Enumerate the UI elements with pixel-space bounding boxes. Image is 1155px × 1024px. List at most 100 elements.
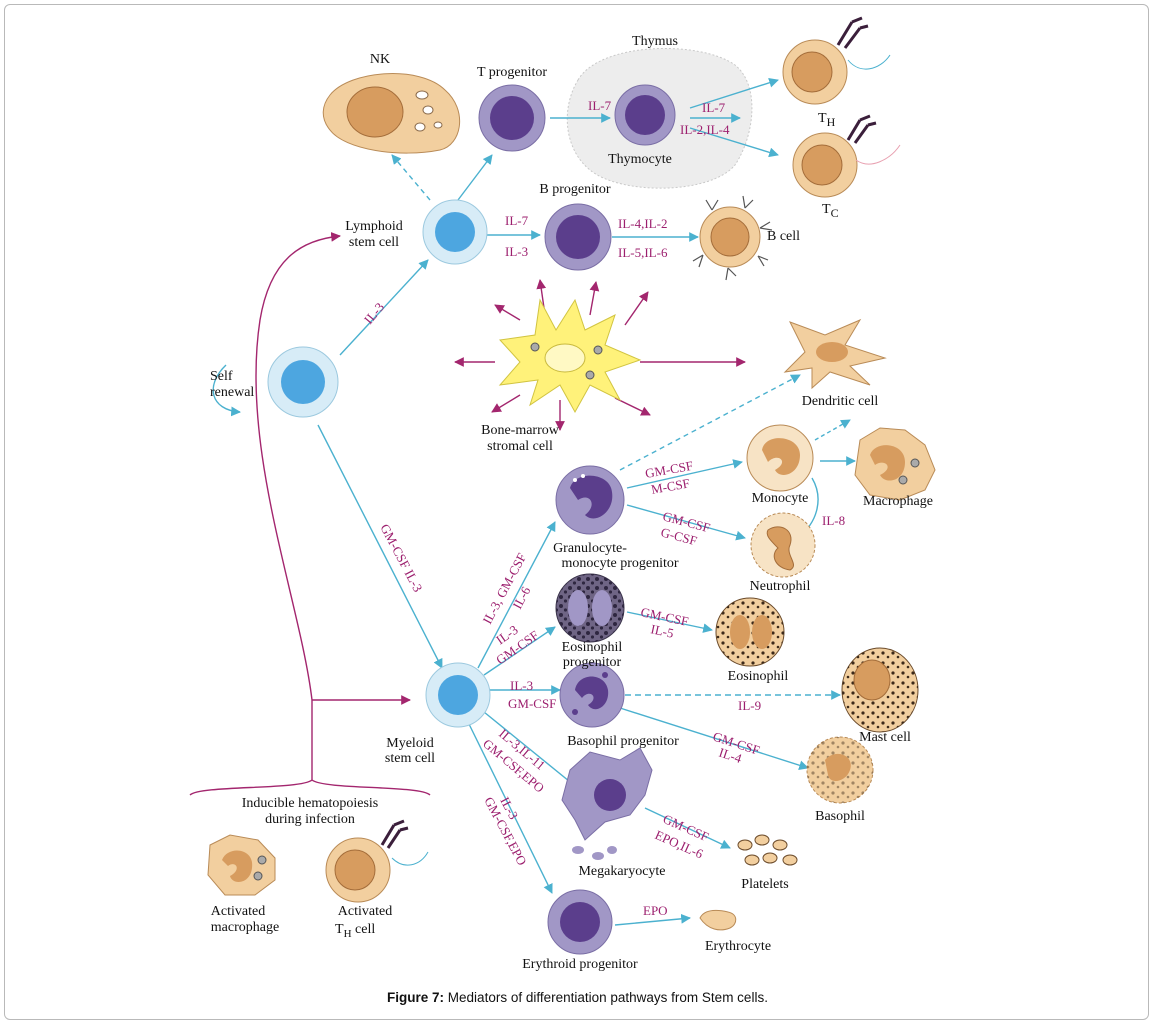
cyt-il7-th: IL-7 [702,100,726,115]
myeloid-stem-cell [425,662,491,728]
t-progenitor-cell [478,84,546,152]
label-tc: TC [822,202,839,220]
arrow-gm-to-monocyte [626,459,743,489]
label-thymocyte: Thymocyte [608,152,672,167]
label-mast-cell: Mast cell [859,730,911,745]
label-macrophage: Macrophage [863,494,933,509]
label-erythroid-prog: Erythroid progenitor [522,957,638,972]
cyt-gmcsf-il3: GM-CSF IL-3 [377,521,425,594]
mast-cell [841,647,919,733]
label-self-2: renewal [210,385,254,400]
cyt-baso-b: GM-CSF [508,696,556,711]
arrow-myeloid-to-eosprog [483,626,556,676]
arrows [189,78,856,926]
cyt-gmcsf-il4-b: IL-4 [717,745,744,767]
arrow-gm-to-neutrophil [626,504,746,541]
neutrophil-cell [750,512,816,578]
arrow-inducible-to-lymphoid [255,232,341,701]
label-eos-prog-1: Eosinophil [562,640,623,655]
b-cell [692,195,773,281]
activated-th-cell [325,819,429,903]
cyt-gmcsf-il5-b: IL-5 [649,621,675,640]
lymphoid-stem-cell [422,199,488,265]
cyt-il3-b: IL-3 [505,244,528,259]
label-baso-prog: Basophil progenitor [567,734,679,749]
label-act-macro-2: macrophage [211,920,279,935]
label-megakaryocyte: Megakaryocyte [578,864,665,879]
label-platelets: Platelets [741,877,788,892]
cyt-il2-il4: IL-2,IL-4 [680,122,730,137]
arrow-stem-to-lymphoid [339,259,429,356]
label-myeloid-1: Myeloid [386,736,433,751]
inducible-brace [189,700,431,796]
nk-cell [322,73,461,154]
arrow-myeloid-to-ery [467,721,553,894]
basophil-cell [806,736,874,804]
stem-cell [267,346,339,418]
figure-caption: Figure 7: Mediators of differentiation p… [0,990,1155,1005]
arrow-myeloid-to-gmprog [477,521,556,669]
label-dendritic: Dendritic cell [802,394,879,409]
arrow-self-renewal [212,364,241,417]
cyt-il4-il2: IL-4,IL-2 [618,216,667,231]
macrophage-cell [854,427,936,501]
cell-labels: NK T progenitor Thymus Thymocyte TH TC B… [210,34,933,972]
label-eosinophil: Eosinophil [728,669,789,684]
label-nk: NK [370,52,390,67]
label-act-macro-1: Activated [211,904,265,919]
arrow-mega-to-platelets [644,807,731,849]
label-t-progenitor: T progenitor [477,65,547,80]
platelets [737,834,798,866]
arrow-stem-to-myeloid [317,424,443,669]
label-stromal-1: Bone-marrow [481,423,560,438]
cyt-gmcsf-m-b: M-CSF [650,475,691,497]
cyt-il5-il6: IL-5,IL-6 [618,245,668,260]
arrow-ery-to-erythrocyte [614,913,691,926]
arrow-baso-to-basophil [619,707,809,770]
label-act-th-2: TH cell [335,922,375,940]
arrow-thymocyte-to-tc [689,127,779,158]
label-myeloid-2: stem cell [385,751,435,766]
label-monocyte: Monocyte [752,491,809,506]
label-eos-prog-2: progenitor [563,655,622,670]
activated-macrophage-cell [207,834,276,896]
label-lymphoid-2: stem cell [349,235,399,250]
caption-text: Mediators of differentiation pathways fr… [444,990,768,1005]
megakaryocyte-cell [561,747,653,860]
erythrocyte-cell [699,909,737,931]
label-inducible-1: Inducible hematopoiesis [242,796,378,811]
cyt-epo: EPO [643,903,668,918]
caption-bold: Figure 7: [387,990,445,1005]
basophil-progenitor-cell [559,662,625,728]
label-gm-1: Granulocyte- [553,541,627,556]
label-th: TH [818,111,836,129]
cyt-il8: IL-8 [822,513,845,528]
cyt-il3-lymphoid: IL-3 [361,300,387,327]
b-progenitor-cell [544,203,612,271]
label-gm-2: monocyte progenitor [561,556,678,571]
eosinophil-progenitor-cell [555,573,625,643]
arrow-gm-to-dendritic [619,374,801,471]
label-self-1: Self [210,369,233,384]
thymocyte-cell [614,84,676,146]
label-stromal-2: stromal cell [487,439,553,454]
gm-progenitor-cell [555,465,625,535]
label-neutrophil: Neutrophil [750,579,811,594]
cyt-il7-thymus: IL-7 [588,98,612,113]
cyt-il7-b: IL-7 [505,213,529,228]
tc-cell [792,114,901,198]
dendritic-cell [783,318,887,390]
arrow-lymphoid-to-nk [391,154,431,201]
arrow-lymphoid-to-tprog [457,154,493,201]
stromal-cell [498,298,642,414]
arrow-myeloid-to-mega [483,711,581,791]
th-cell [782,16,891,105]
label-thymus: Thymus [632,34,678,49]
label-inducible-2: during infection [265,812,355,827]
arrow-eos-to-eosinophil [626,611,713,633]
cyt-il9: IL-9 [738,698,761,713]
cyt-baso-a: IL-3 [510,678,533,693]
label-basophil: Basophil [815,809,865,824]
label-b-progenitor: B progenitor [539,182,610,197]
